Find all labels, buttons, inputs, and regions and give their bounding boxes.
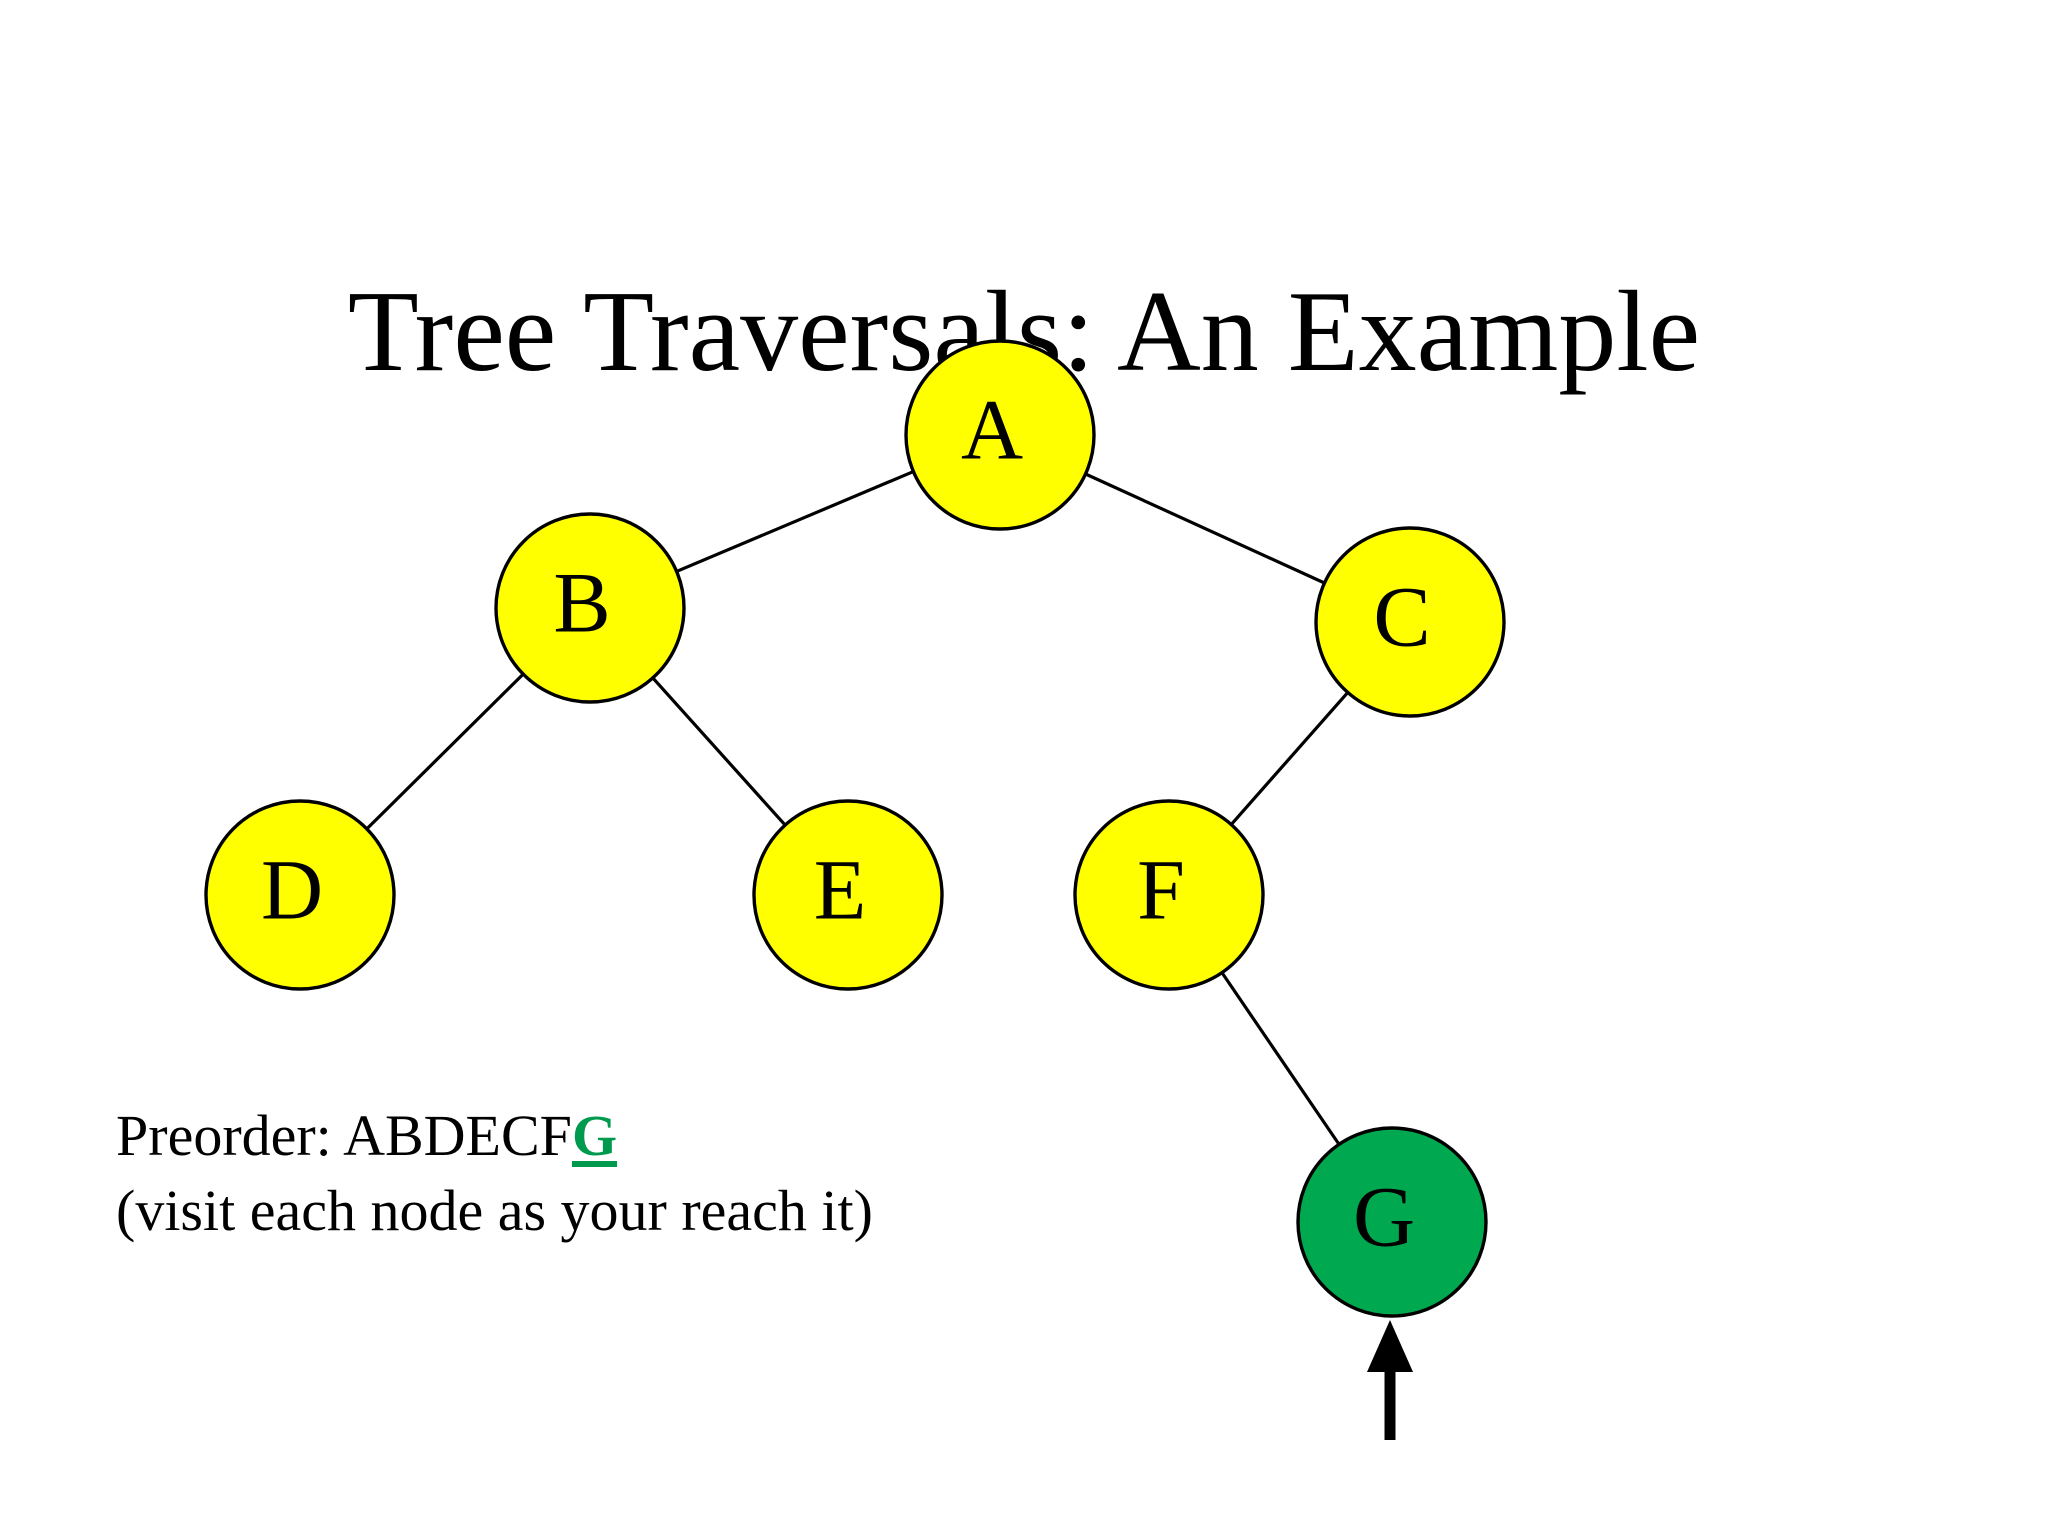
tree-node-b[interactable]: B — [494, 512, 686, 704]
node-label-g: G — [1353, 1169, 1415, 1265]
node-label-c: C — [1373, 569, 1430, 665]
node-label-f: F — [1137, 842, 1185, 938]
edge-b-d — [365, 672, 525, 831]
tree-node-c[interactable]: C — [1314, 526, 1506, 718]
node-label-b: B — [553, 555, 610, 651]
node-circle-e[interactable] — [752, 799, 944, 991]
tree-nodes: A B C D E F — [204, 339, 1506, 1318]
node-circle-b[interactable] — [494, 512, 686, 704]
tree-edges — [365, 470, 1349, 1146]
tree-node-g[interactable]: G — [1296, 1126, 1488, 1318]
current-node-pointer — [1367, 1320, 1413, 1440]
tree-node-e[interactable]: E — [752, 799, 944, 991]
preorder-sequence-text: Preorder: ABDECF — [116, 1103, 572, 1168]
up-arrow-icon — [1367, 1320, 1413, 1440]
preorder-line: Preorder: ABDECFG — [116, 1098, 873, 1173]
tree-node-a[interactable]: A — [904, 339, 1096, 531]
node-circle-f[interactable] — [1073, 799, 1265, 991]
traversal-caption: Preorder: ABDECFG (visit each node as yo… — [116, 1098, 873, 1249]
node-circle-a[interactable] — [904, 339, 1096, 531]
edge-a-b — [675, 470, 915, 573]
node-label-a: A — [961, 382, 1023, 478]
node-circle-d[interactable] — [204, 799, 396, 991]
node-label-e: E — [814, 842, 867, 938]
edge-c-f — [1230, 691, 1349, 826]
preorder-explanation: (visit each node as your reach it) — [116, 1178, 873, 1244]
tree-node-f[interactable]: F — [1073, 799, 1265, 991]
edge-a-c — [1084, 472, 1326, 585]
preorder-current-letter: G — [571, 1103, 618, 1168]
edge-f-g — [1220, 971, 1341, 1146]
node-label-d: D — [261, 842, 323, 938]
node-circle-g[interactable] — [1296, 1126, 1488, 1318]
edge-b-e — [651, 676, 787, 827]
node-circle-c[interactable] — [1314, 526, 1506, 718]
tree-node-d[interactable]: D — [204, 799, 396, 991]
